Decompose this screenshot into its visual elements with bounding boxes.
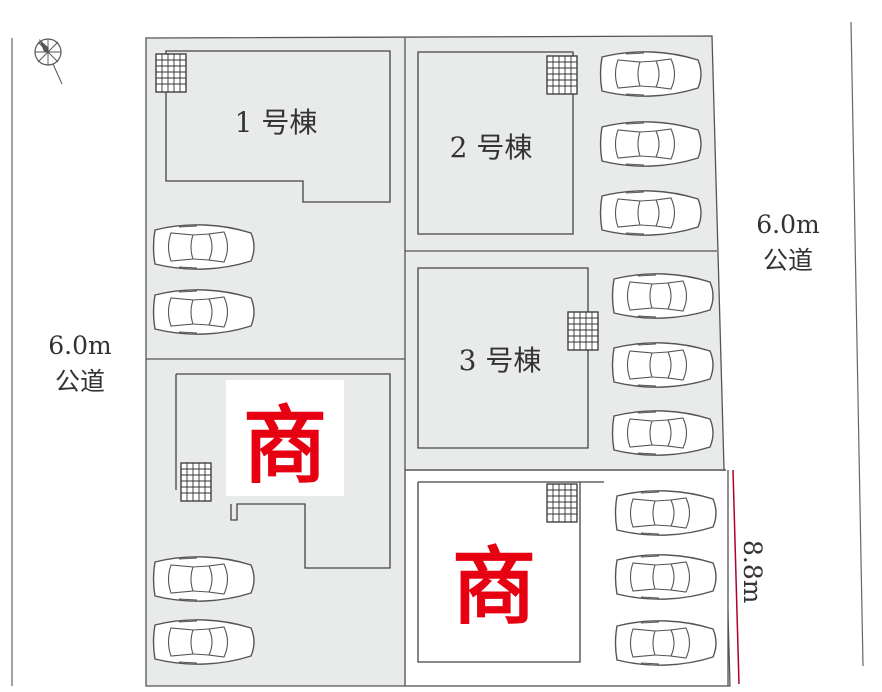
left-road-width: 6.0m	[48, 331, 112, 360]
commercial-building-right-outline	[417, 481, 604, 663]
car-9	[611, 342, 714, 388]
frontage-dimension-line	[732, 469, 740, 685]
lot-label-3: 3 号棟	[459, 344, 542, 377]
right-road-edge	[850, 21, 864, 667]
frontage-dimension: 8.8m	[738, 540, 767, 604]
lot-label-1: 1 号棟	[235, 106, 318, 139]
meter-grid-5	[546, 483, 578, 523]
car-2	[152, 289, 255, 335]
commercial-building-left-outline	[175, 373, 391, 569]
car-8	[611, 273, 714, 319]
car-1	[152, 224, 255, 270]
building-3-outline	[417, 267, 589, 449]
meter-grid-2	[546, 55, 578, 95]
right-road-name: 公道	[763, 246, 813, 275]
car-11	[614, 490, 717, 536]
building-2-outline	[417, 51, 574, 235]
car-3	[152, 556, 255, 602]
car-5	[599, 51, 702, 97]
car-7	[599, 190, 702, 236]
car-10	[611, 410, 714, 456]
car-4	[152, 619, 255, 665]
meter-grid-4	[180, 462, 212, 502]
right-road-width: 6.0m	[756, 210, 820, 239]
lot-dividers	[146, 38, 726, 686]
lot-label-2: 2 号棟	[450, 131, 533, 164]
commercial-mark-bg-left	[226, 380, 344, 496]
car-13	[614, 620, 717, 666]
left-road-name: 公道	[55, 367, 105, 396]
car-6	[599, 121, 702, 167]
meter-grid-1	[155, 53, 187, 93]
commercial-mark-left: 商	[243, 397, 327, 495]
building-1-outline	[165, 50, 391, 203]
car-12	[614, 554, 717, 600]
meter-grid-3	[567, 311, 599, 351]
commercial-mark-right: 商	[452, 538, 536, 636]
compass-icon	[34, 38, 63, 85]
